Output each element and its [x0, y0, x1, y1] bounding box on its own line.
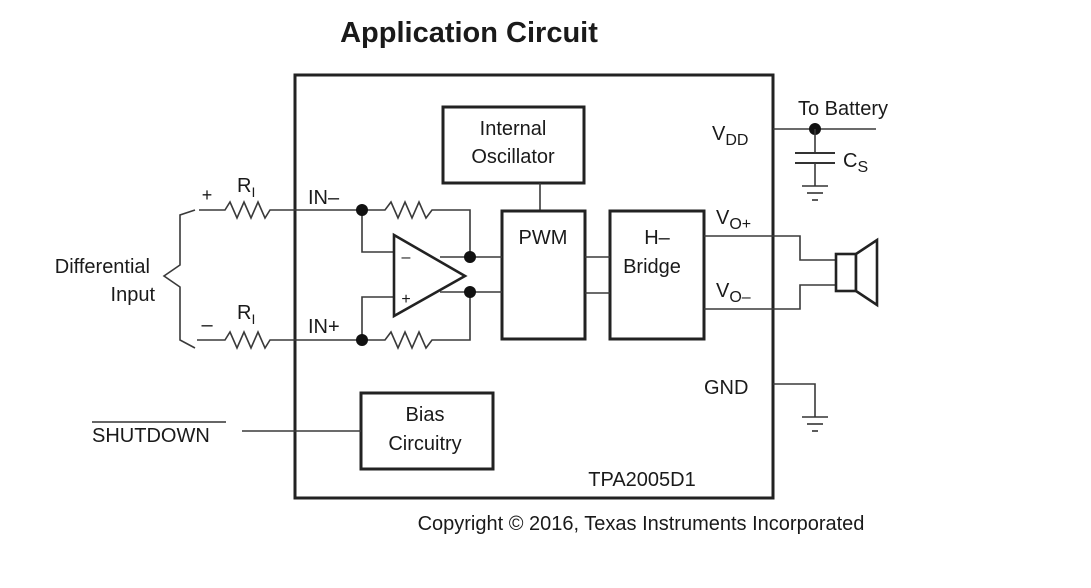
bias-label-line2: Circuitry [388, 433, 461, 455]
ground-symbol-supply [802, 185, 828, 201]
opamp-inverting-wire [361, 210, 394, 253]
supply-capacitor [795, 129, 835, 186]
chip-outline [293, 73, 775, 500]
pin-vdd-label: VDD [712, 123, 748, 149]
opamp-triangle [392, 232, 468, 319]
to-battery-label: To Battery [798, 98, 888, 120]
opamp-noninverting-wire [361, 296, 394, 340]
shutdown-label: SHUTDOWN [92, 425, 210, 447]
differential-input-brace [162, 209, 196, 349]
h-bridge-label-line1: H– [644, 227, 670, 249]
bias-label-line1: Bias [406, 404, 445, 426]
copyright-notice: Copyright © 2016, Texas Instruments Inco… [418, 513, 865, 535]
pin-gnd-label: GND [704, 377, 748, 399]
opamp-inverting-sign: – [402, 249, 411, 266]
pwm-block: PWM [500, 209, 587, 341]
differential-input-label-line1: Differential [55, 256, 150, 278]
resistor-bottom-label: RI [237, 302, 255, 327]
input-minus-sign: – [201, 314, 213, 336]
feedback-resistor-bottom [362, 292, 471, 350]
differential-input-label-line2: Input [111, 284, 156, 306]
pin-vo-plus-label: VO+ [716, 207, 751, 233]
oscillator-label-line2: Oscillator [471, 146, 555, 168]
junction-node [464, 286, 476, 298]
input-resistor-bottom [197, 330, 362, 350]
diagram-title: Application Circuit [340, 17, 598, 49]
h-bridge-block: H– Bridge [608, 209, 706, 341]
pin-in-minus-label: IN– [308, 187, 340, 209]
vo-plus-wire [704, 235, 836, 261]
speaker-icon [834, 237, 879, 308]
junction-node [464, 251, 476, 263]
resistor-top-label: RI [237, 175, 255, 200]
pwm-label: PWM [519, 227, 568, 249]
gnd-wire [773, 383, 816, 417]
junction-node [356, 334, 368, 346]
chip-part-number: TPA2005D1 [588, 469, 695, 491]
capacitor-cs-label: CS [843, 150, 868, 176]
h-bridge-label-line2: Bridge [623, 256, 681, 278]
feedback-resistor-top [362, 200, 471, 257]
input-resistor-top [199, 200, 362, 220]
pin-vo-minus-label: VO– [716, 280, 751, 306]
ground-symbol-chip [802, 416, 828, 432]
internal-oscillator-block: Internal Oscillator [441, 105, 586, 185]
junction-node [356, 204, 368, 216]
vo-minus-wire [704, 284, 836, 310]
oscillator-label-line1: Internal [480, 118, 547, 140]
pin-in-plus-label: IN+ [308, 316, 340, 338]
bias-circuitry-block: Bias Circuitry [359, 391, 495, 471]
opamp-noninverting-sign: + [401, 291, 410, 308]
input-plus-sign: + [202, 185, 213, 205]
